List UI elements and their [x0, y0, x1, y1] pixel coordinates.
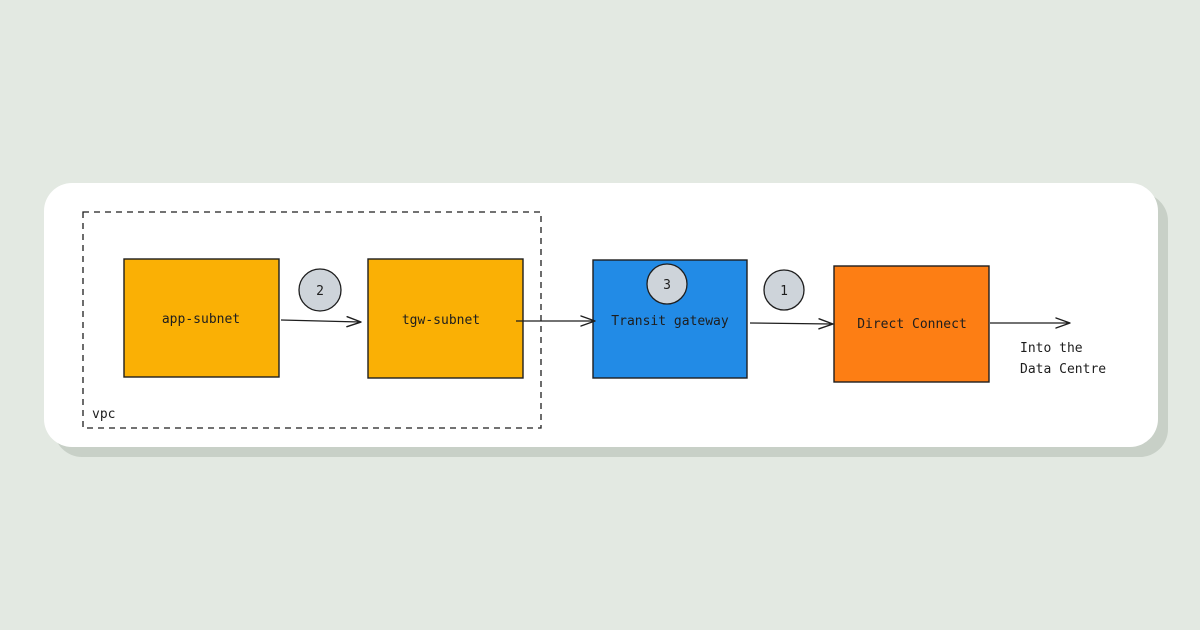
exit-label-line-2: Data Centre — [1020, 362, 1106, 377]
step-3-number: 3 — [663, 278, 671, 293]
app-subnet-node: app-subnet — [123, 258, 280, 378]
direct-connect-node: Direct Connect — [833, 265, 990, 383]
tgw-subnet-label: tgw-subnet — [402, 313, 480, 328]
tgw-subnet-box — [367, 258, 524, 379]
direct-connect-label: Direct Connect — [857, 317, 967, 332]
step-1-badge: 1 — [763, 269, 805, 311]
step-3-badge: 3 — [646, 263, 688, 305]
transit-gateway-label: Transit gateway — [611, 314, 729, 329]
tgw-subnet-node: tgw-subnet — [367, 258, 524, 379]
app-subnet-label: app-subnet — [162, 312, 240, 327]
step-2-badge: 2 — [298, 268, 342, 312]
arrow-app-to-tgw — [280, 315, 362, 328]
app-subnet-box — [123, 258, 280, 378]
vpc-label: vpc — [92, 407, 115, 422]
step-1-number: 1 — [780, 284, 788, 299]
vpc-group: vpc — [82, 211, 542, 429]
arrow-transit-to-dx — [749, 318, 834, 330]
exit-label-line-1: Into the — [1020, 341, 1083, 356]
exit-label: Into the Data Centre — [1020, 341, 1106, 377]
direct-connect-box — [833, 265, 990, 383]
step-2-number: 2 — [316, 284, 324, 299]
